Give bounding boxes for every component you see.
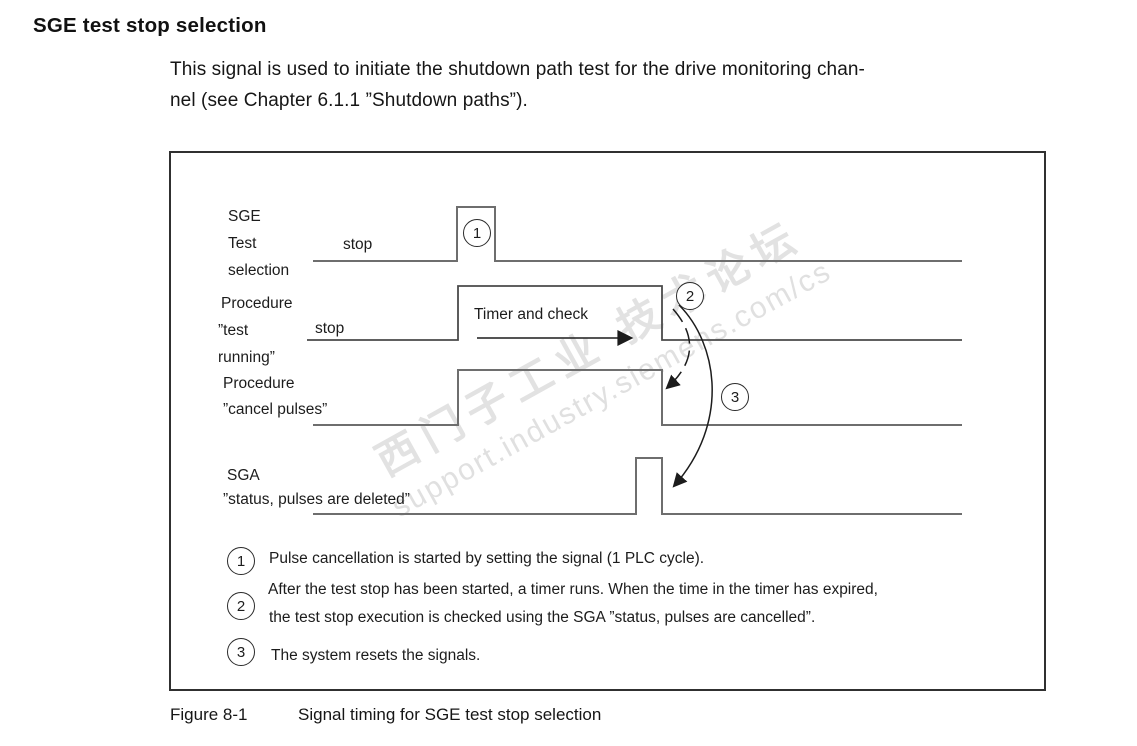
waveform-procedure-test-running xyxy=(307,285,962,341)
timing-diagram: 西门子工业 技术论坛 support.industry.siemens.com/… xyxy=(169,151,1046,691)
badge-3-circle: 3 xyxy=(721,383,749,411)
note-2-circle: 2 xyxy=(227,592,255,620)
signal-label-selection: selection xyxy=(228,262,290,279)
badge-2-number: 2 xyxy=(685,287,695,305)
note-2-text-line2: the test stop execution is checked using… xyxy=(269,609,816,626)
signal-label-procedure-2: Procedure xyxy=(223,375,295,392)
level-label-stop-2: stop xyxy=(315,320,345,337)
badge-3-number: 3 xyxy=(730,388,740,406)
figure-caption-text: Signal timing for SGE test stop selectio… xyxy=(298,705,602,724)
signal-label-sga: SGA xyxy=(227,467,260,484)
waveform-sga-status xyxy=(313,457,962,515)
signal-label-sge: SGE xyxy=(228,208,261,225)
signal-label-status-deleted: ”status, pulses are deleted” xyxy=(223,491,410,508)
waveform-procedure-cancel-pulses xyxy=(313,369,962,426)
waveform-sge-test-selection xyxy=(313,206,962,262)
signal-label-test-quoted: ”test xyxy=(218,322,249,339)
signal-label-procedure-1: Procedure xyxy=(221,295,293,312)
note-3-number: 3 xyxy=(236,643,246,661)
signal-label-test: Test xyxy=(228,235,257,252)
signal-waveforms xyxy=(307,206,962,515)
check-arrow-dashed xyxy=(665,308,691,390)
badge-2-circle: 2 xyxy=(676,282,704,310)
figure-caption-label: Figure 8-1 xyxy=(170,705,248,724)
note-1-text: Pulse cancellation is started by setting… xyxy=(269,550,705,567)
signal-label-running: running” xyxy=(218,349,275,366)
badge-1-circle: 1 xyxy=(463,219,491,247)
badge-1-number: 1 xyxy=(472,224,482,242)
figure-frame: 西门子工业 技术论坛 support.industry.siemens.com/… xyxy=(169,151,1046,691)
timer-and-check-label: Timer and check xyxy=(474,306,588,323)
note-3-text: The system resets the signals. xyxy=(271,647,481,664)
note-1-number: 1 xyxy=(236,552,246,570)
intro-paragraph-line2: nel (see Chapter 6.1.1 ”Shutdown paths”)… xyxy=(170,90,528,111)
page-title: SGE test stop selection xyxy=(33,14,267,37)
reset-arrow-curve xyxy=(672,304,713,488)
note-3-circle: 3 xyxy=(227,638,255,666)
note-2-number: 2 xyxy=(236,597,246,615)
note-2-text-line1: After the test stop has been started, a … xyxy=(268,581,878,598)
intro-paragraph-line1: This signal is used to initiate the shut… xyxy=(170,59,865,80)
level-label-stop-1: stop xyxy=(343,236,373,253)
note-1-circle: 1 xyxy=(227,547,255,575)
signal-label-cancel-pulses: ”cancel pulses” xyxy=(223,401,328,418)
